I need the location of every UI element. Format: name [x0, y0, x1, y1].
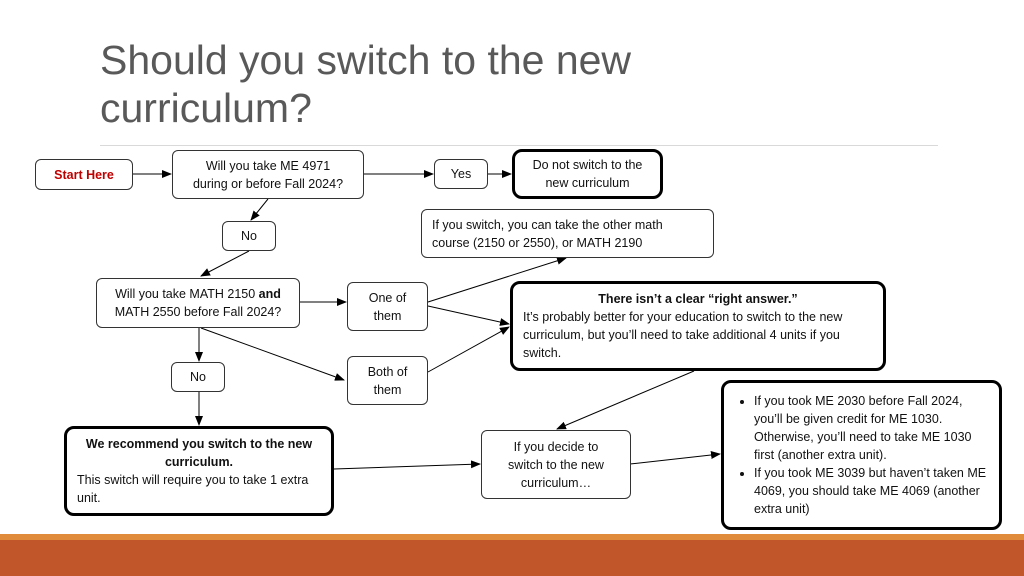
both-of-them-box: Both of them	[347, 356, 428, 405]
no-label-1: No	[241, 229, 257, 243]
page-title-line-2: curriculum?	[100, 85, 312, 131]
do-not-switch-line-1: Do not switch to the	[532, 158, 643, 172]
no-box-2: No	[171, 362, 225, 392]
yes-box: Yes	[434, 159, 488, 189]
one-of-them-line-1: One of	[368, 290, 407, 305]
no-box-1: No	[222, 221, 276, 251]
both-of-them-line-2: them	[373, 382, 402, 397]
recommend-switch-heading: We recommend you switch to the new curri…	[85, 437, 313, 469]
yes-label: Yes	[450, 167, 472, 181]
course-details-bullet-2: If you took ME 3039 but haven’t taken ME…	[754, 464, 991, 518]
math-course-note-line-1: If you switch, you can take the other ma…	[432, 217, 663, 232]
question-math-part-1: Will you take MATH 2150	[115, 287, 259, 301]
arrow-q2-to-both	[200, 327, 345, 381]
arrow-clear-to-decide	[556, 370, 695, 430]
no-clear-answer-heading: There isn’t a clear “right answer.”	[598, 292, 798, 306]
if-you-decide-line-1: If you decide to	[513, 439, 599, 454]
if-you-decide-box: If you decide to switch to the new curri…	[481, 430, 631, 499]
question-me4971-line-2: during or before Fall 2024?	[192, 176, 344, 191]
arrow-no-to-q2	[200, 250, 250, 277]
footer-bar	[0, 540, 1024, 576]
start-here-label: Start Here	[54, 167, 114, 182]
one-of-them-line-2: them	[373, 308, 402, 323]
arrow-q1-to-no	[250, 198, 269, 221]
page-title-line-1: Should you switch to the new	[100, 37, 632, 83]
math-course-note-line-2: course (2150 or 2550), or MATH 2190	[432, 235, 643, 250]
arrow-both-to-clear	[427, 326, 510, 373]
footer-accent-stripe	[0, 534, 1024, 540]
math-course-note-box: If you switch, you can take the other ma…	[421, 209, 714, 258]
do-not-switch-line-2: new curriculum	[545, 176, 630, 190]
question-math-line-2: MATH 2550 before Fall 2024?	[114, 305, 282, 319]
question-math-line-1: Will you take MATH 2150 and	[97, 285, 299, 303]
question-me4971-box: Will you take ME 4971 during or before F…	[172, 150, 364, 199]
arrow-one-to-math-note	[427, 256, 567, 303]
course-details-list: If you took ME 2030 before Fall 2024, yo…	[726, 392, 991, 518]
arrow-one-to-clear	[427, 305, 510, 326]
course-details-bullet-1: If you took ME 2030 before Fall 2024, yo…	[754, 392, 991, 464]
no-clear-answer-box: There isn’t a clear “right answer.” It’s…	[510, 281, 886, 371]
question-math-and: and	[258, 287, 281, 301]
arrow-recommend-to-decide	[333, 460, 481, 470]
do-not-switch-box: Do not switch to the new curriculum	[512, 149, 663, 199]
question-math-box: Will you take MATH 2150 and MATH 2550 be…	[96, 278, 300, 328]
both-of-them-line-1: Both of	[367, 364, 408, 379]
one-of-them-box: One of them	[347, 282, 428, 331]
question-me4971-line-1: Will you take ME 4971	[205, 158, 331, 173]
course-details-box: If you took ME 2030 before Fall 2024, yo…	[721, 380, 1002, 530]
page-title: Should you switch to the new curriculum?	[100, 36, 860, 132]
no-clear-answer-body: It’s probably better for your education …	[523, 310, 843, 360]
arrow-decide-to-details	[629, 451, 721, 465]
start-here-box: Start Here	[35, 159, 133, 190]
if-you-decide-line-3: curriculum…	[520, 475, 592, 490]
title-divider	[100, 145, 938, 146]
recommend-switch-box: We recommend you switch to the new curri…	[64, 426, 334, 516]
no-label-2: No	[190, 370, 206, 384]
recommend-switch-body: This switch will require you to take 1 e…	[77, 473, 309, 505]
if-you-decide-line-2: switch to the new	[508, 457, 604, 472]
